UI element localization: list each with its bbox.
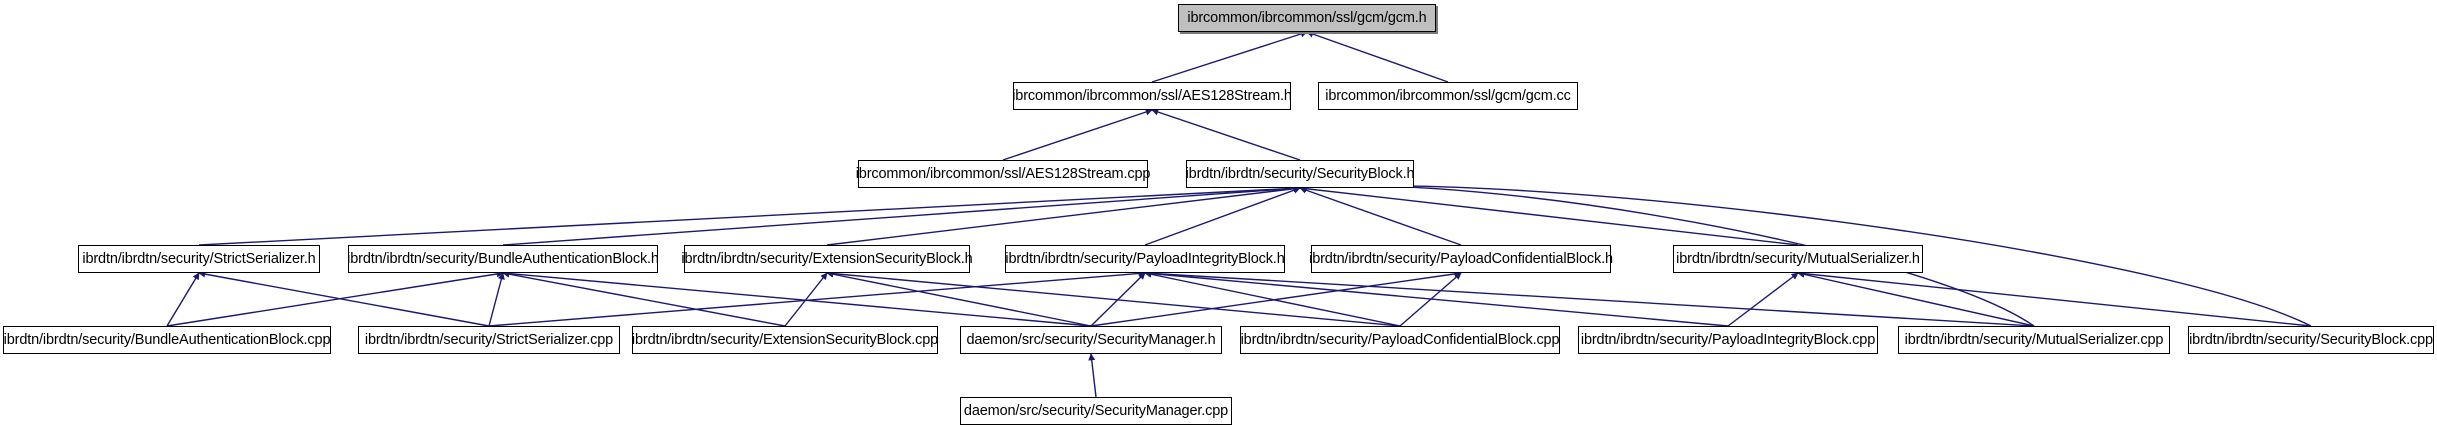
graph-node-label: ibrdtn/ibrdtn/security/SecurityBlock.cpp bbox=[2189, 331, 2433, 348]
graph-node-label: daemon/src/security/SecurityManager.h bbox=[966, 331, 1216, 348]
graph-node-payloadconfidentialblock-cpp[interactable]: ibrdtn/ibrdtn/security/PayloadConfidenti… bbox=[1240, 326, 1560, 354]
graph-node-label: ibrcommon/ibrcommon/ssl/AES128Stream.h bbox=[1012, 87, 1292, 104]
graph-node-securitymanager-cpp[interactable]: daemon/src/security/SecurityManager.cpp bbox=[960, 397, 1232, 425]
graph-node-label: ibrdtn/ibrdtn/security/PayloadIntegrityB… bbox=[1005, 250, 1285, 267]
graph-node-extensionsecurityblock-cpp[interactable]: ibrdtn/ibrdtn/security/ExtensionSecurity… bbox=[632, 326, 938, 354]
graph-node-payloadintegrityblock-h[interactable]: ibrdtn/ibrdtn/security/PayloadIntegrityB… bbox=[1005, 245, 1285, 273]
graph-node-securitymanager-h[interactable]: daemon/src/security/SecurityManager.h bbox=[960, 326, 1222, 354]
graph-node-label: ibrdtn/ibrdtn/security/MutualSerializer.… bbox=[1904, 331, 2164, 348]
graph-edge bbox=[1299, 186, 1462, 246]
graph-node-label: ibrdtn/ibrdtn/security/MutualSerializer.… bbox=[1676, 250, 1920, 267]
graph-edge bbox=[502, 270, 786, 327]
graph-edge bbox=[1090, 272, 1146, 327]
graph-node-securityblock-cpp[interactable]: ibrdtn/ibrdtn/security/SecurityBlock.cpp bbox=[2188, 326, 2434, 354]
graph-node-mutualserializer-cpp[interactable]: ibrdtn/ibrdtn/security/MutualSerializer.… bbox=[1898, 326, 2170, 354]
graph-edge bbox=[1797, 270, 2035, 327]
graph-node-label: daemon/src/security/SecurityManager.cpp bbox=[963, 402, 1229, 419]
graph-node-mutualserializer-h[interactable]: ibrdtn/ibrdtn/security/MutualSerializer.… bbox=[1673, 245, 1923, 273]
graph-edge bbox=[1797, 270, 2312, 327]
graph-node-label: ibrdtn/ibrdtn/security/PayloadIntegrityB… bbox=[1580, 331, 1876, 348]
graph-edge bbox=[1090, 270, 1462, 327]
graph-edge bbox=[1151, 108, 1301, 161]
graph-node-payloadconfidentialblock-h[interactable]: ibrdtn/ibrdtn/security/PayloadConfidenti… bbox=[1309, 245, 1613, 273]
graph-node-label: ibrcommon/ibrcommon/ssl/AES128Stream.cpp bbox=[855, 165, 1151, 182]
graph-edge bbox=[488, 272, 505, 327]
graph-node-bundleauthenticationblock-cpp[interactable]: ibrdtn/ibrdtn/security/BundleAuthenticat… bbox=[3, 326, 331, 354]
graph-node-label: ibrdtn/ibrdtn/security/ExtensionSecurity… bbox=[631, 331, 939, 348]
graph-edge bbox=[1144, 270, 1401, 327]
graph-node-extensionsecurityblock-h[interactable]: ibrdtn/ibrdtn/security/ExtensionSecurity… bbox=[681, 245, 973, 273]
graph-edge bbox=[1144, 186, 1301, 246]
graph-node-strictserializer-cpp[interactable]: ibrdtn/ibrdtn/security/StrictSerializer.… bbox=[358, 326, 620, 354]
graph-node-bundleauthenticationblock-h[interactable]: ibrdtn/ibrdtn/security/BundleAuthenticat… bbox=[347, 245, 659, 273]
graph-edge bbox=[166, 272, 200, 327]
graph-node-aes128stream-h[interactable]: ibrcommon/ibrcommon/ssl/AES128Stream.h bbox=[1012, 82, 1292, 110]
graph-node-label: ibrdtn/ibrdtn/security/BundleAuthenticat… bbox=[347, 250, 659, 267]
graph-node-label: ibrdtn/ibrdtn/security/StrictSerializer.… bbox=[364, 331, 614, 348]
graph-node-securityblock-h[interactable]: ibrdtn/ibrdtn/security/SecurityBlock.h bbox=[1185, 160, 1415, 188]
graph-node-aes128stream-cpp[interactable]: ibrcommon/ibrcommon/ssl/AES128Stream.cpp bbox=[855, 160, 1151, 188]
graph-edge bbox=[1088, 353, 1097, 398]
graph-node-label: ibrcommon/ibrcommon/ssl/gcm/gcm.cc bbox=[1325, 87, 1571, 104]
graph-node-label: ibrdtn/ibrdtn/security/StrictSerializer.… bbox=[82, 250, 316, 267]
graph-edge bbox=[826, 185, 1301, 246]
graph-edge bbox=[1727, 272, 1799, 327]
graph-edge bbox=[1306, 30, 1449, 83]
graph-node-label: ibrdtn/ibrdtn/security/SecurityBlock.h bbox=[1185, 165, 1415, 182]
graph-edge bbox=[1144, 269, 2035, 327]
graph-node-label: ibrdtn/ibrdtn/security/PayloadConfidenti… bbox=[1240, 331, 1560, 348]
graph-node-gcm-cc[interactable]: ibrcommon/ibrcommon/ssl/gcm/gcm.cc bbox=[1318, 82, 1578, 110]
graph-edge bbox=[1399, 272, 1462, 327]
graph-node-gcm-h: ibrcommon/ibrcommon/ssl/gcm/gcm.h bbox=[1178, 4, 1436, 32]
graph-node-payloadintegrityblock-cpp[interactable]: ibrdtn/ibrdtn/security/PayloadIntegrityB… bbox=[1578, 326, 1878, 354]
graph-node-label: ibrcommon/ibrcommon/ssl/gcm/gcm.h bbox=[1187, 9, 1427, 26]
graph-edge bbox=[502, 184, 1301, 246]
graph-edge bbox=[198, 270, 490, 327]
graph-edge bbox=[488, 270, 1146, 327]
graph-node-label: ibrdtn/ibrdtn/security/BundleAuthenticat… bbox=[3, 331, 331, 348]
graph-edge bbox=[166, 270, 504, 327]
graph-edge bbox=[826, 270, 1401, 327]
graph-edge bbox=[1144, 270, 1729, 327]
graph-node-label: ibrdtn/ibrdtn/security/PayloadConfidenti… bbox=[1309, 250, 1613, 267]
graph-node-strictserializer-h[interactable]: ibrdtn/ibrdtn/security/StrictSerializer.… bbox=[78, 245, 320, 273]
graph-edge bbox=[1151, 30, 1308, 83]
graph-edge bbox=[826, 270, 1092, 327]
graph-edge bbox=[1002, 108, 1153, 161]
graph-node-label: ibrdtn/ibrdtn/security/ExtensionSecurity… bbox=[681, 250, 973, 267]
graph-edge bbox=[502, 270, 1092, 327]
graph-edge bbox=[784, 272, 828, 327]
graph-edge bbox=[198, 184, 1301, 246]
graph-edge bbox=[1299, 185, 1799, 246]
